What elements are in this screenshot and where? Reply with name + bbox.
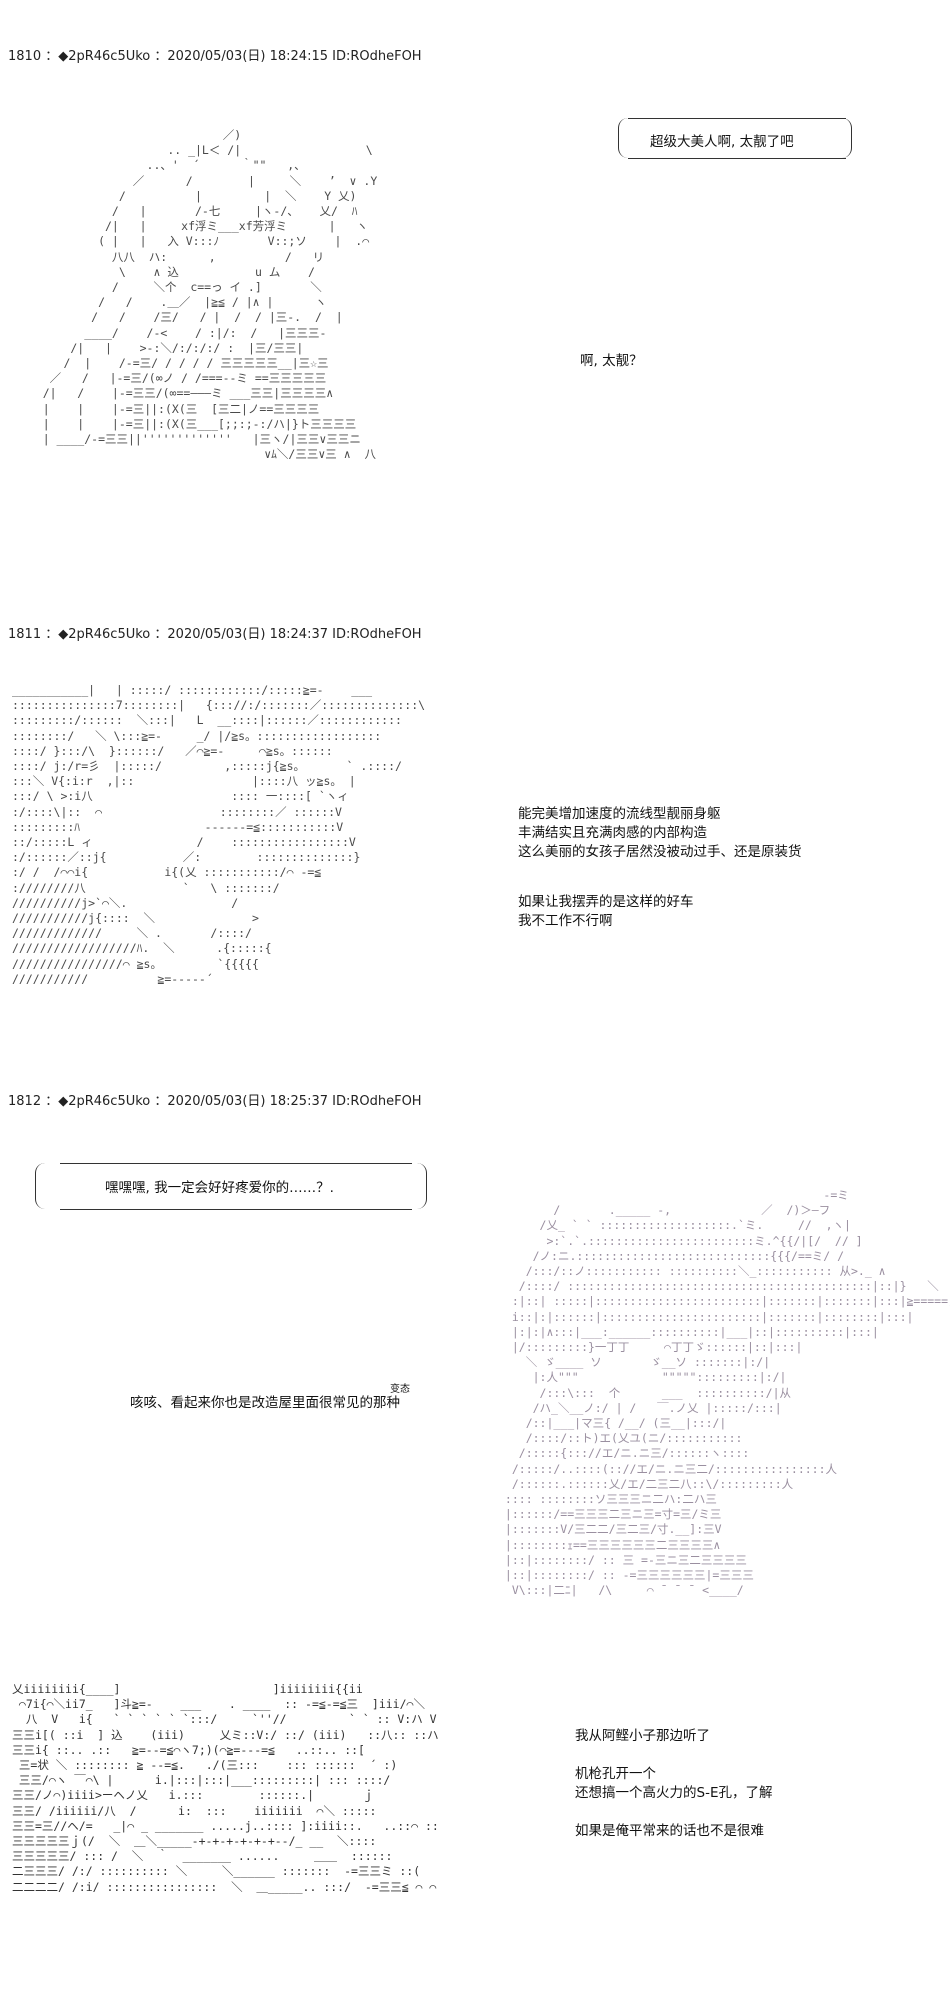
dialog-line: 这么美丽的女孩子居然没被动过手、还是原装货: [518, 844, 802, 860]
dialog-line: 能完美增加速度的流线型靓丽身躯: [518, 806, 721, 822]
bubble-bottom-border: [628, 158, 846, 159]
ascii-art-girl-smiling: ／) .. _|L＜ /| \ ..、' ´ ｀"" ,、 ／ / | ＼ ’ …: [42, 128, 378, 462]
dialog-line: 我不工作不行啊: [518, 913, 613, 929]
post-header-1812: 1812 ：◆2pR46c5Uko ：2020/05/03(日) 18:25:3…: [8, 1094, 422, 1109]
dialog-line: 我从阿鲣小子那边听了: [575, 1728, 710, 1744]
ascii-art-vehicle-face: 乂iiiiiiii{____] ]iiiiiiii{{ii ⌒7i{⌒＼ii7_…: [12, 1682, 439, 1894]
dialog-line: 丰满结实且充满肉感的内部构造: [518, 825, 707, 841]
dialog-line: 还想搞一个高火力的S-E孔，了解: [575, 1785, 773, 1801]
dialog-line: 如果让我摆弄的是这样的好车: [518, 894, 694, 910]
bubble-top-border: [60, 1163, 412, 1164]
ruby-annotation: 变态: [390, 1384, 410, 1395]
post-header-1810: 1810 ：◆2pR46c5Uko ：2020/05/03(日) 18:24:1…: [8, 49, 422, 64]
bubble-bottom-border: [60, 1209, 412, 1210]
bubble-top-border: [628, 118, 846, 119]
ascii-art-girl-smug: -=ミ / ._____ -, ／ /)＞―フ /乂_ ` ` ::::::::…: [504, 1188, 950, 1598]
bubble-frame: [35, 1163, 427, 1209]
bubble-text: 超级大美人啊, 太靓了吧: [650, 134, 794, 150]
dialog-line: 机枪孔开一个: [575, 1766, 656, 1782]
bubble-frame: [618, 118, 852, 158]
dialog-line-1810: 啊, 太靓？: [580, 353, 643, 369]
post-header-1811: 1811 ：◆2pR46c5Uko ：2020/05/03(日) 18:24:3…: [8, 627, 422, 642]
ascii-art-closeup: ___________| | :::::/ ::::::::::::/:::::…: [12, 683, 426, 986]
dialog-line: 如果是俺平常来的话也不是很难: [575, 1823, 764, 1839]
bubble-text: 嘿嘿嘿, 我一定会好好疼爱你的……？.: [105, 1180, 334, 1196]
dialog-line-1812: 咳咳、看起来你也是改造屋里面很常见的那种: [130, 1395, 400, 1411]
